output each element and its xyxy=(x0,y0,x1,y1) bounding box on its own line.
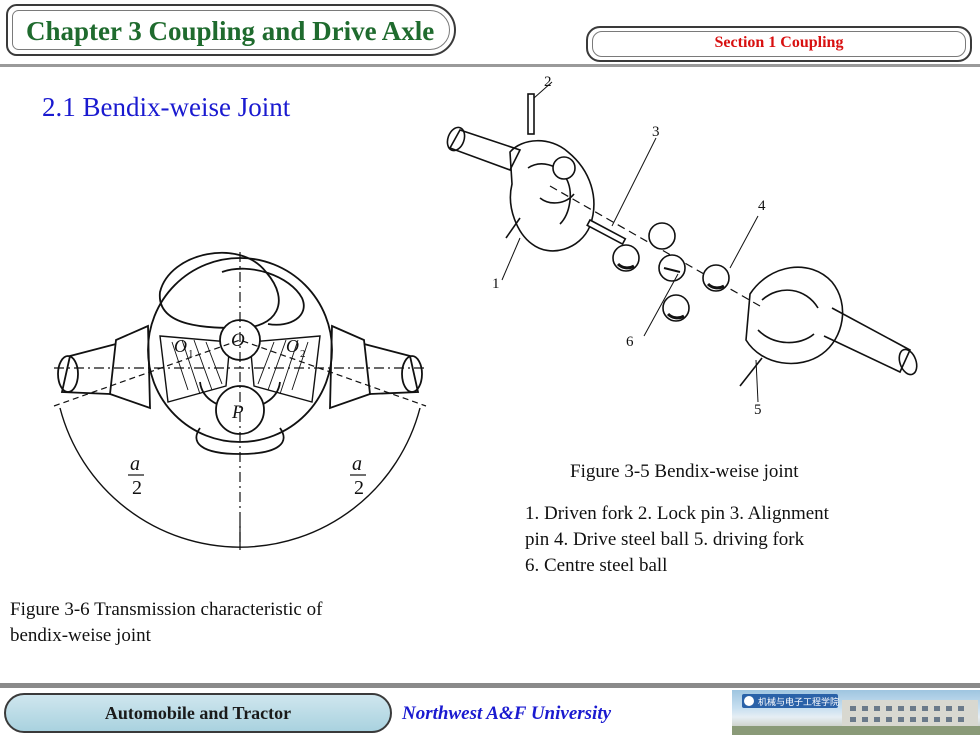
figure-3-5-drawing: 2 3 4 1 6 5 xyxy=(446,74,918,418)
part-label-6: 6 xyxy=(626,334,634,350)
chapter-tab-inner-border xyxy=(12,10,450,50)
lock-pin xyxy=(527,93,535,135)
figure-3-5-legend-line-3: 6. Centre steel ball xyxy=(525,555,668,576)
chapter-tab: Chapter 3 Coupling and Drive Axle xyxy=(6,4,456,56)
driven-shaft xyxy=(448,129,522,171)
alignment-pin xyxy=(586,218,627,246)
centre-steel-ball xyxy=(658,254,686,282)
angle-right-numerator: a xyxy=(352,453,362,475)
footer-course-label: Automobile and Tractor xyxy=(104,703,292,723)
footer-university-label: Northwest A&F University xyxy=(402,703,612,724)
driving-fork xyxy=(745,266,844,365)
part-label-1: 1 xyxy=(492,276,500,292)
figure-3-6-caption-line-2: bendix-weise joint xyxy=(10,625,151,646)
label-o2-sub: 2 xyxy=(300,348,306,360)
label-o: O xyxy=(231,330,245,351)
figure-3-5-caption: Figure 3-5 Bendix-weise joint xyxy=(570,461,799,482)
chapter-title: Chapter 3 Coupling and Drive Axle xyxy=(26,16,435,46)
steel-ball-top xyxy=(648,222,676,250)
section-tab-inner-border xyxy=(592,31,966,57)
campus-building-graphic xyxy=(732,694,980,735)
label-o1-sub: 1 xyxy=(188,348,194,360)
footer-course-tab: Automobile and Tractor xyxy=(4,693,392,733)
driven-fork xyxy=(509,140,595,252)
label-o1: O xyxy=(174,336,187,356)
footer-divider xyxy=(0,683,980,688)
section-tab: Section 1 Coupling xyxy=(586,26,972,62)
angle-left-numerator: a xyxy=(130,453,140,475)
section-title: Section 1 Coupling xyxy=(714,34,844,51)
campus-banner-image: 机械与电子工程学院 xyxy=(732,690,980,735)
part-label-2: 2 xyxy=(544,74,552,90)
figure-3-6-caption-line-1: Figure 3-6 Transmission characteristic o… xyxy=(10,599,323,620)
angle-left-denominator: 2 xyxy=(132,477,142,499)
slide-heading: 2.1 Bendix-weise Joint xyxy=(42,92,291,122)
figure-3-6-drawing: O O 1 O 2 P a 2 a 2 xyxy=(53,251,427,550)
angle-right-denominator: 2 xyxy=(354,477,364,499)
figure-3-5-legend-line-2: pin 4. Drive steel ball 5. driving fork xyxy=(525,529,805,550)
header-divider xyxy=(0,64,980,67)
part-label-3: 3 xyxy=(652,124,660,140)
figure-3-5-legend-line-1: 1. Driven fork 2. Lock pin 3. Alignment xyxy=(525,503,829,524)
college-logo-text: 机械与电子工程学院 xyxy=(758,698,840,708)
label-o2: O xyxy=(286,336,299,356)
label-p: P xyxy=(231,402,244,423)
driving-shaft xyxy=(823,307,912,374)
part-label-4: 4 xyxy=(758,198,766,214)
part-label-5: 5 xyxy=(754,402,762,418)
